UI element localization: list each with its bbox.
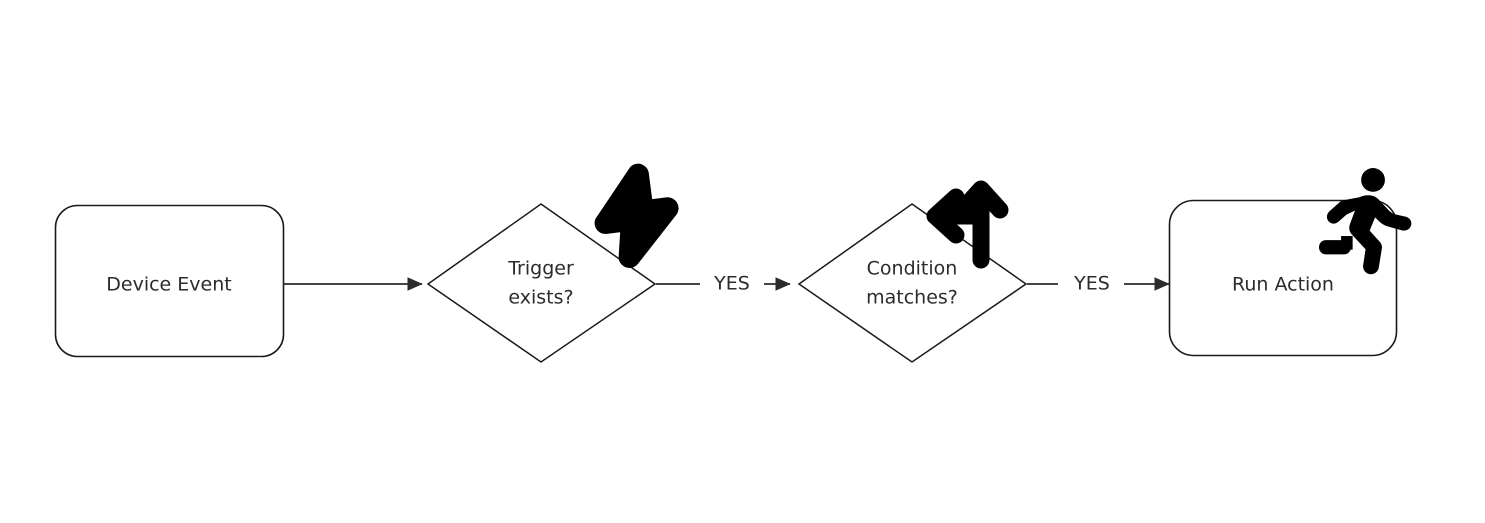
edge-label-yes-1: YES (713, 273, 750, 295)
run-action-box[interactable] (1168, 199, 1398, 357)
run-action-label: Run Action (1232, 274, 1334, 296)
node-device-event[interactable]: Device Event (54, 204, 285, 358)
edge-label-yes-2: YES (1073, 273, 1110, 295)
condition-matches-diamond[interactable] (797, 203, 1028, 363)
trigger-exists-label-line2: exists? (508, 287, 573, 309)
node-trigger-exists[interactable]: Trigger exists? (426, 163, 679, 363)
edge-trigger-to-condition: YES (656, 273, 791, 295)
branch-arrow-icon (926, 180, 1009, 269)
condition-matches-label-line1: Condition (867, 258, 958, 280)
trigger-exists-diamond[interactable] (426, 203, 657, 363)
lightning-bolt-icon (594, 163, 679, 268)
trigger-exists-label-line1: Trigger (507, 258, 574, 280)
running-person-icon (1318, 168, 1412, 275)
node-condition-matches[interactable]: Condition matches? (797, 180, 1028, 363)
device-event-box[interactable] (54, 204, 285, 358)
node-run-action[interactable]: Run Action (1168, 168, 1412, 357)
device-event-label: Device Event (106, 274, 231, 296)
condition-matches-label-line2: matches? (866, 287, 958, 309)
edge-condition-to-action: YES (1027, 273, 1170, 295)
